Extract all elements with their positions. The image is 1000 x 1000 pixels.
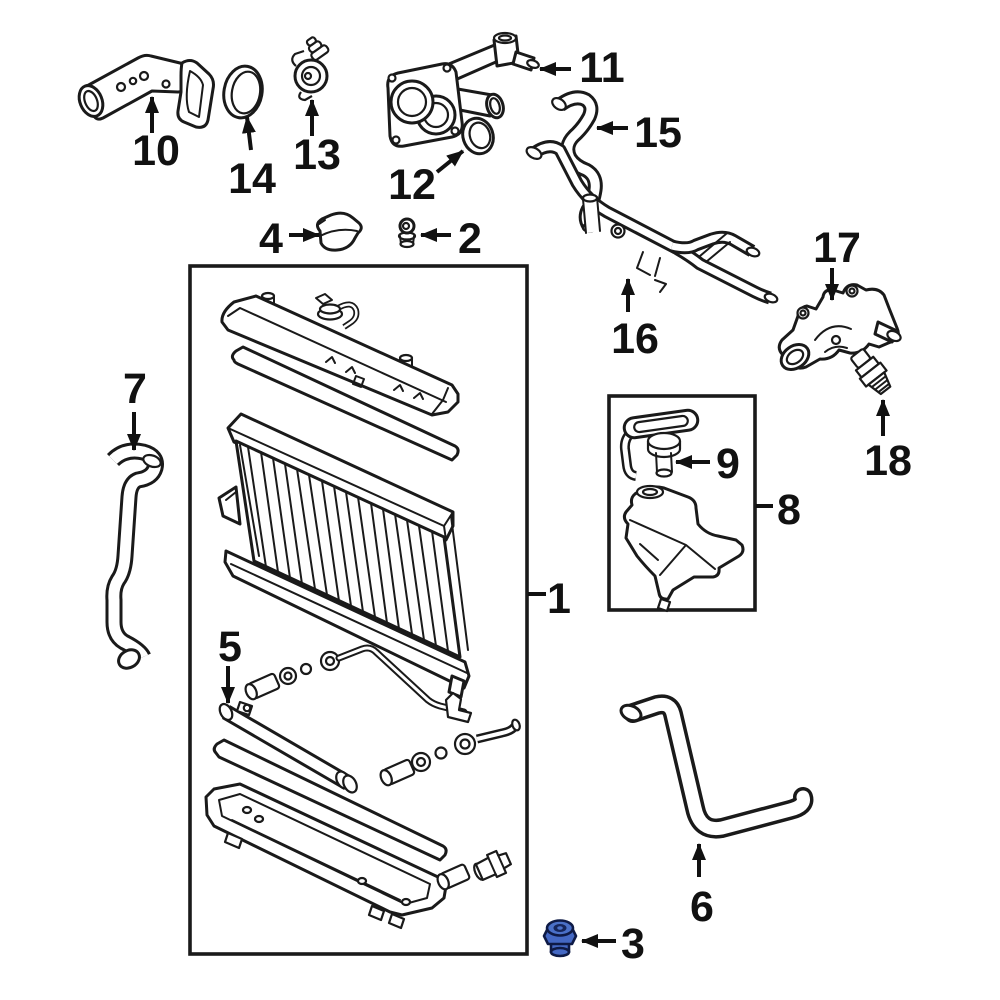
part-6-lower-radiator-hose	[619, 694, 814, 839]
part-5-lower-tank-pipe	[218, 700, 358, 794]
callout-13: 13	[293, 99, 341, 179]
callout-14-label: 14	[228, 155, 276, 203]
callout-9-label: 9	[716, 440, 740, 488]
callout-13-label: 13	[293, 131, 341, 179]
callout-17-label: 17	[813, 224, 861, 272]
callout-14-arrow	[241, 116, 256, 151]
part-11-water-outlet-pipe	[386, 31, 540, 148]
part-2-drain-plug	[397, 217, 417, 249]
callout-5: 5	[218, 623, 242, 704]
callout-4: 4	[259, 215, 320, 263]
radiator-mount-hardware-row-1	[244, 644, 473, 724]
callout-3: 3	[581, 920, 645, 968]
radiator-lower-tank	[204, 782, 448, 930]
callout-18: 18	[864, 399, 912, 485]
part-4-radiator-cap	[315, 211, 363, 252]
radiator-mount-hardware-row-2	[379, 718, 521, 787]
part-14-o-ring	[222, 64, 264, 120]
part-9-reservoir-cap	[619, 408, 700, 481]
callout-2: 2	[420, 215, 482, 263]
callout-14: 14	[228, 116, 276, 203]
callout-5-label: 5	[218, 623, 242, 671]
callout-8: 8	[756, 486, 801, 534]
part-10-water-inlet-pipe	[77, 53, 215, 129]
callout-18-label: 18	[864, 437, 912, 485]
callout-3-label: 3	[621, 920, 645, 968]
part-16-water-pipe-assembly	[525, 140, 779, 305]
callout-6-label: 6	[690, 883, 714, 931]
callout-6: 6	[690, 843, 714, 931]
callout-10: 10	[132, 96, 180, 175]
part-18-temperature-sensor	[850, 348, 892, 396]
callout-2-label: 2	[458, 215, 482, 263]
callout-12-label: 12	[388, 161, 436, 209]
callout-8-label: 8	[777, 486, 801, 534]
callout-1-label: 1	[547, 575, 571, 623]
part-7-upper-radiator-hose	[105, 442, 164, 670]
callout-7: 7	[123, 365, 147, 451]
callout-16-label: 16	[611, 315, 659, 363]
part-13-thermostat	[291, 36, 330, 102]
callout-7-label: 7	[123, 365, 147, 413]
callout-12: 12	[388, 149, 465, 209]
callout-10-label: 10	[132, 127, 180, 175]
callout-11: 11	[539, 44, 625, 92]
callout-15-label: 15	[634, 109, 682, 157]
radiator-lower-gasket	[212, 738, 448, 862]
callout-11-label: 11	[579, 44, 624, 92]
callout-15: 15	[596, 109, 682, 157]
radiator-upper-gasket	[230, 345, 460, 462]
callout-17: 17	[813, 224, 861, 301]
callout-16: 16	[611, 278, 659, 363]
radiator-drain-cock	[436, 849, 512, 891]
radiator-core	[217, 412, 471, 699]
callout-1: 1	[528, 575, 571, 623]
radiator-top-tank	[220, 291, 460, 417]
callout-4-label: 4	[259, 215, 283, 263]
part-12-gasket-ring	[461, 116, 495, 156]
part-3-grommet-highlighted	[542, 919, 578, 958]
part-17-water-outlet-housing	[777, 283, 902, 371]
reservoir-tank	[622, 484, 745, 613]
callout-9: 9	[675, 440, 740, 488]
callout-12-arrow	[435, 149, 465, 174]
